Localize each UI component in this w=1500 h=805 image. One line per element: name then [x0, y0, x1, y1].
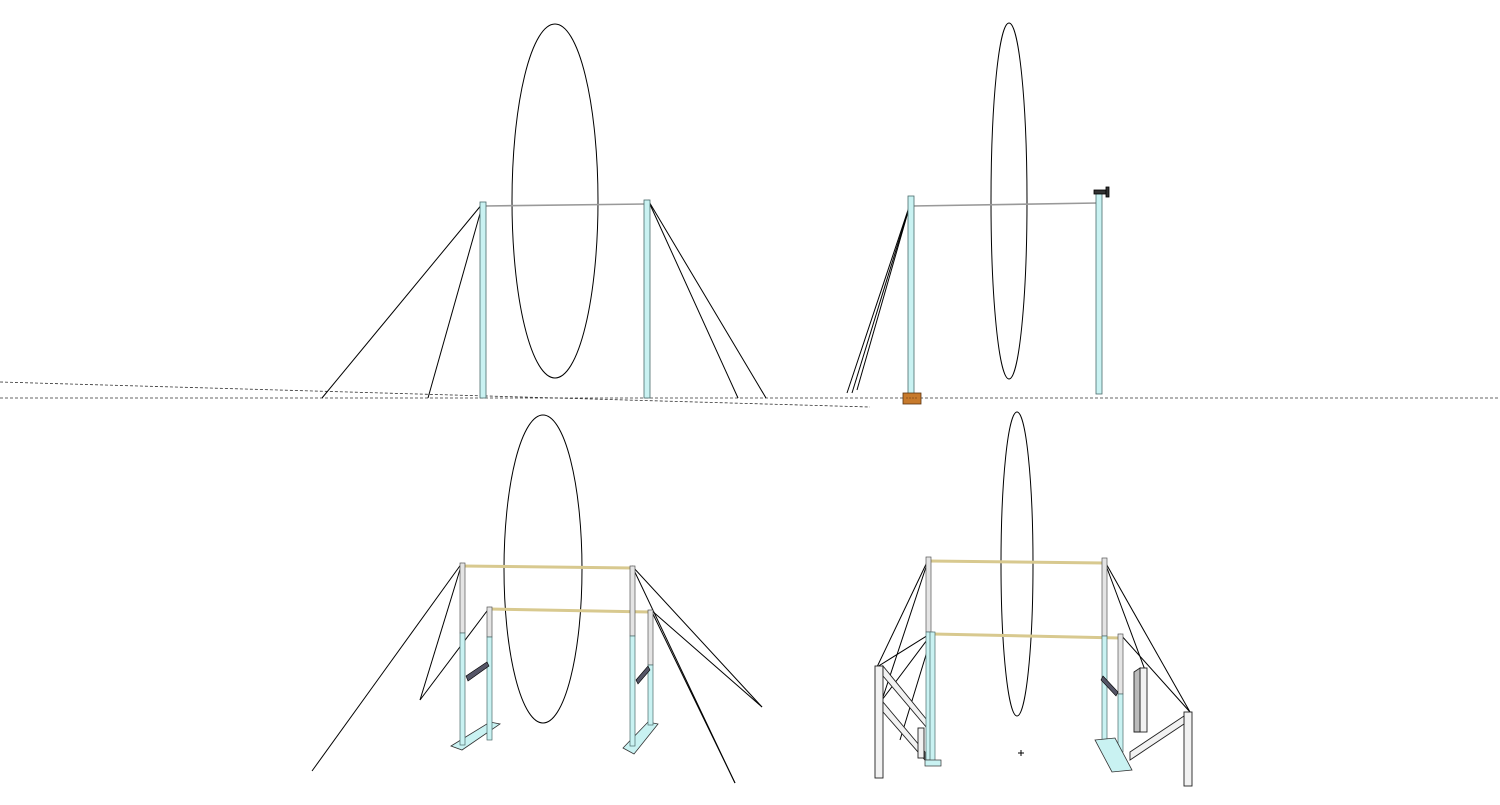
pole-top-left-front	[486, 606, 493, 638]
brace-left	[465, 661, 490, 682]
pole-far[interactable]	[1095, 192, 1103, 395]
base-right2[interactable]	[1094, 737, 1133, 773]
pole-top-left-back	[459, 562, 466, 634]
base-plate-left[interactable]	[450, 721, 502, 751]
brace-right	[635, 665, 651, 685]
perspective-left-view[interactable]	[311, 414, 763, 784]
pole-bracket	[1093, 186, 1110, 198]
pole-top-left-back2	[925, 556, 932, 633]
pole-top-right-back2	[1101, 557, 1108, 637]
pole-top-right-front	[647, 609, 654, 666]
brace-right2	[1100, 675, 1119, 697]
side-elevation-view[interactable]	[846, 22, 1110, 405]
base-plate-right[interactable]	[622, 721, 659, 755]
pole-right-front[interactable]	[647, 664, 654, 726]
rotation-ellipse	[511, 23, 599, 379]
rotation-ellipse-persp	[503, 414, 583, 724]
guy-wires-side	[846, 197, 913, 394]
frame-right[interactable]	[1129, 667, 1193, 787]
pole-left-front[interactable]	[486, 636, 493, 741]
rotation-ellipse-side	[990, 22, 1028, 380]
crossbar-back2	[928, 559, 1105, 565]
pole-right[interactable]	[643, 199, 651, 399]
pole-left-front2[interactable]	[929, 631, 936, 763]
axis-lines	[0, 381, 1500, 408]
pole-right-back[interactable]	[629, 635, 636, 747]
pole-near[interactable]	[907, 195, 915, 395]
top-cable	[484, 203, 647, 207]
crossbar-front	[489, 607, 652, 614]
pole-top-right-back	[629, 565, 636, 637]
perspective-right-view[interactable]	[874, 411, 1193, 787]
pole-top-right-front2	[1117, 633, 1124, 695]
base-left2	[924, 759, 942, 767]
point-marker	[1018, 750, 1024, 756]
guy-wires	[321, 199, 767, 399]
pole-left-back[interactable]	[459, 632, 466, 746]
top-cable-side	[911, 202, 1099, 207]
green-axis-line	[0, 381, 871, 408]
guy-wires-persp	[311, 562, 763, 784]
frame-left[interactable]	[874, 664, 928, 779]
crossbar-back	[461, 564, 633, 570]
crossbar-front2	[932, 632, 1121, 640]
origin-marker[interactable]	[902, 392, 922, 405]
front-elevation-view[interactable]	[321, 23, 767, 399]
rotation-ellipse-persp2	[1000, 411, 1034, 717]
pole-left[interactable]	[479, 201, 487, 399]
pole-right-back2[interactable]	[1101, 635, 1108, 743]
pole-right-front2[interactable]	[1117, 693, 1124, 753]
